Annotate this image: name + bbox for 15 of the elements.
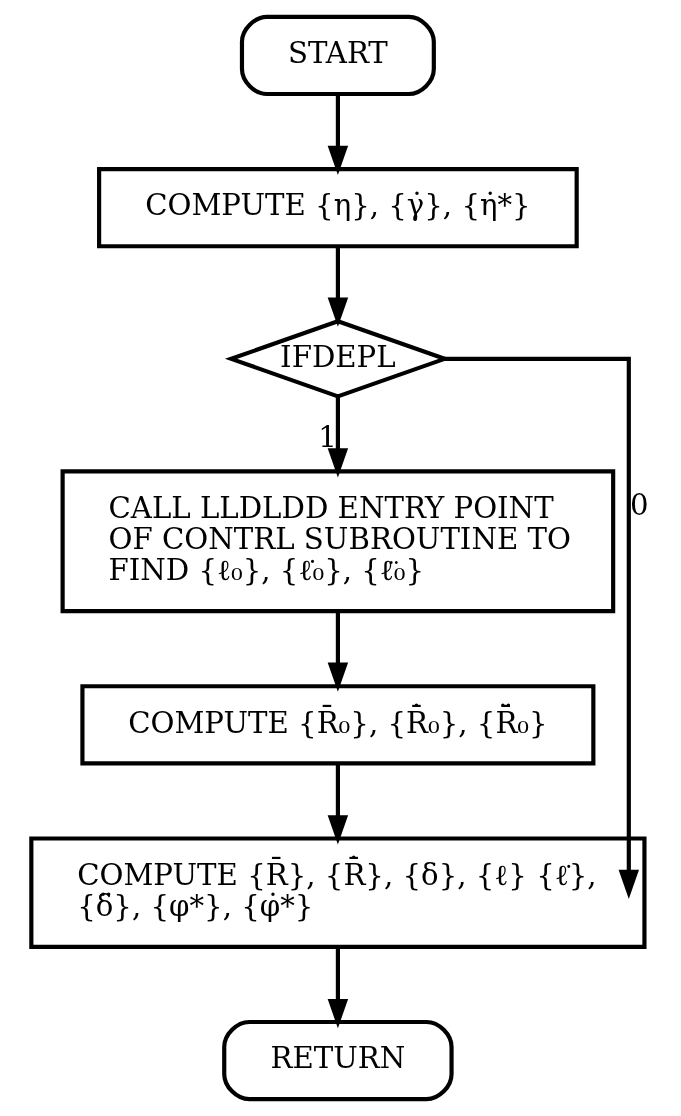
node-box: START <box>239 14 436 97</box>
node-box: COMPUTE {η}, {γ̇}, {η̇*} <box>97 167 579 249</box>
edge-label: 0 <box>629 488 649 523</box>
arrow <box>327 396 349 478</box>
arrow <box>327 763 349 845</box>
arrow <box>327 246 349 327</box>
node-box: COMPUTE {R̄}, {R̄̇}, {δ}, {ℓ} {ℓ̇}, {δ̈}, {φ*}, {φ̇*} <box>29 836 647 949</box>
node-box: COMPUTE {R̄₀}, {R̄̇₀}, {R̄̈₀} <box>80 684 596 766</box>
edge-label: 1 <box>318 419 337 454</box>
arrow <box>327 947 349 1029</box>
node-box: RETURN <box>222 1019 454 1102</box>
node-box: CALL LLDLDD ENTRY POINT OF CONTRL SUBROUTINE TO FIND {ℓ₀}, {ℓ̇₀}, {ℓ̈₀} <box>60 469 616 614</box>
arrow <box>444 356 640 899</box>
arrow <box>327 94 349 175</box>
arrow <box>327 611 349 692</box>
